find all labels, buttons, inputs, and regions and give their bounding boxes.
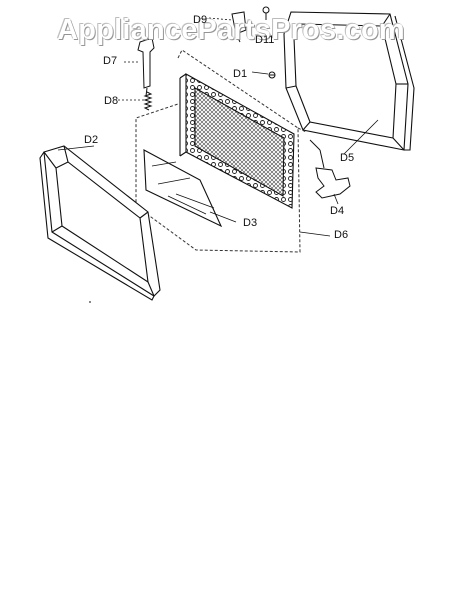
assembly-outline-d6 bbox=[135, 49, 307, 253]
hinge-bracket-d4 bbox=[309, 139, 351, 199]
callout-d4: D4 bbox=[330, 205, 345, 217]
callout-d3: D3 bbox=[243, 217, 258, 229]
front-frame-d2 bbox=[39, 145, 161, 301]
screw-d1 bbox=[268, 71, 276, 79]
door-frame-d5 bbox=[283, 11, 415, 151]
callout-d11: D11 bbox=[255, 34, 275, 46]
stray-dot bbox=[89, 301, 91, 303]
callout-d9: D9 bbox=[193, 14, 208, 26]
glass-panel-d3 bbox=[143, 149, 223, 228]
callout-d6: D6 bbox=[334, 229, 349, 241]
callout-d5: D5 bbox=[340, 152, 355, 164]
callout-d7: D7 bbox=[103, 55, 118, 67]
leader-lines bbox=[57, 17, 379, 237]
latch-hook-d7 bbox=[137, 37, 155, 97]
spring-d8 bbox=[143, 91, 153, 111]
screw-d11 bbox=[262, 6, 270, 20]
callout-d1: D1 bbox=[233, 68, 248, 80]
inner-door-panel-d6 bbox=[179, 73, 295, 209]
callout-d2: D2 bbox=[84, 134, 99, 146]
bracket-d9 bbox=[231, 11, 247, 43]
callout-d8: D8 bbox=[104, 95, 119, 107]
